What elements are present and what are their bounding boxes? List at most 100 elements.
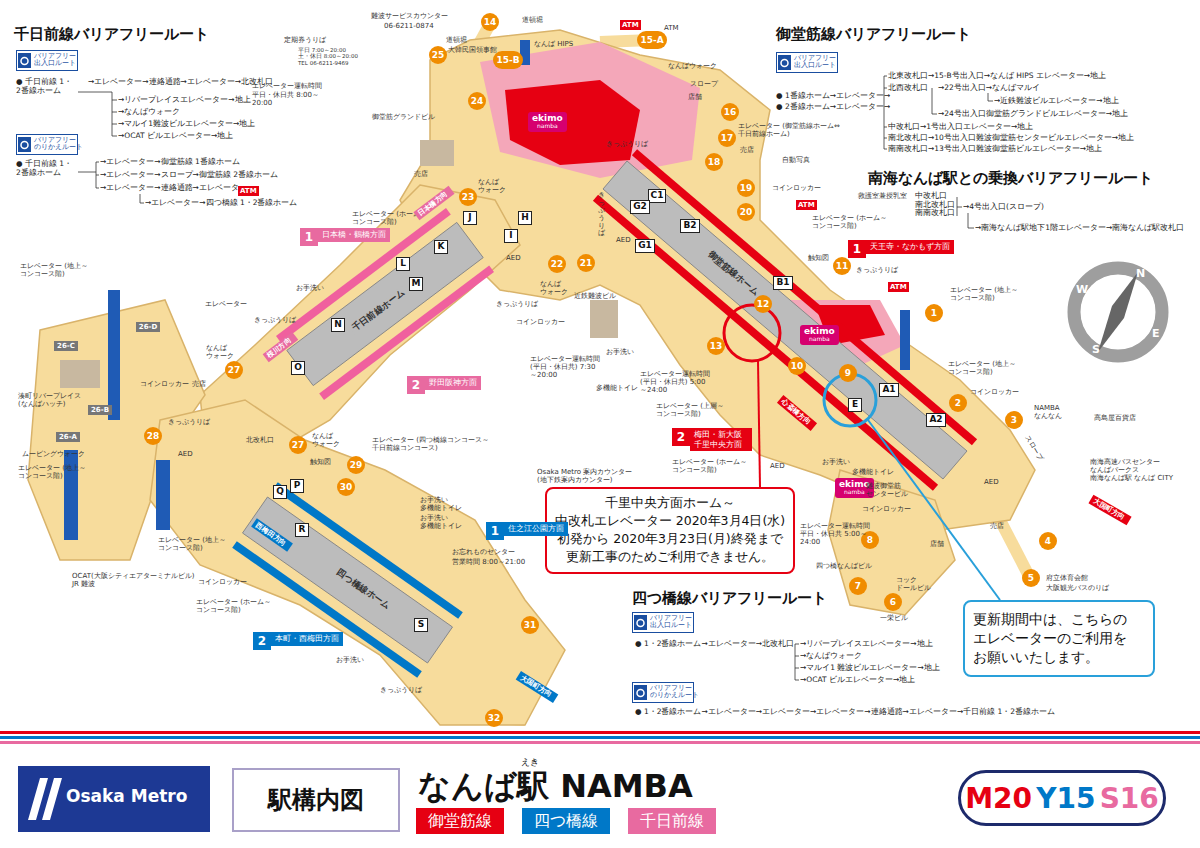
building-marker-text: 26-D <box>139 323 157 331</box>
route-text: →エレベーター→連絡通路→エレベーター <box>100 184 247 193</box>
compass-letter: S <box>1092 344 1100 357</box>
exit-number-text: 1 <box>928 304 940 322</box>
exit-number: 15-B <box>493 51 522 69</box>
ekimo-shops <box>505 80 640 165</box>
map-label: AED <box>178 450 193 458</box>
route-text: →エレベーター→連絡通路→エレベーター→北改札口 <box>88 78 273 87</box>
exit-number-text: 12 <box>757 295 770 313</box>
route-text: 中改札口→1号出入口エレベーター→地上 <box>888 123 1033 132</box>
route-text: →OCAT ビルエレベーター→地上 <box>118 132 233 141</box>
exit-number-text: 16 <box>724 103 737 121</box>
direction-badge: 2野田阪神方面 <box>407 376 481 394</box>
map-label: NAMBA なんなん <box>1034 404 1074 420</box>
map-label: 売店 <box>740 146 754 154</box>
map-label: なんば ウォーク <box>312 432 342 448</box>
midosuji-track <box>635 152 975 442</box>
direction-badge-text: 天王寺・なかもず方面 <box>866 240 954 254</box>
map-label: エレベーター (地上～コンコース階) <box>948 360 1033 376</box>
barrier-free-icon <box>634 685 647 700</box>
route-text: →近鉄難波ビルエレベーター→地上 <box>994 97 1119 106</box>
exit-number-text: 4 <box>1042 532 1054 550</box>
building-marker-text: 26-A <box>59 433 77 441</box>
exit-number-text: 15-B <box>496 51 519 69</box>
route-bracket <box>78 162 144 203</box>
map-label: なんば HIPS <box>534 40 573 48</box>
route-text: →リバープレイスエレベーター→地上 <box>800 640 933 649</box>
direction-badge: 2梅田・新大阪 千里中央方面 <box>672 428 752 451</box>
map-label: エレベーター運転時間 (平日・休日共) 7:30～20:00 <box>530 355 602 379</box>
map-label: きっぷうりば <box>168 418 210 426</box>
exit-number-text: 29 <box>350 456 363 474</box>
map-label: ムービングウォーク <box>22 450 85 458</box>
logo-panel <box>18 766 210 832</box>
route-heading: 千日前線バリアフリールート <box>14 26 209 43</box>
stair-letter: H <box>518 211 532 225</box>
map-label: AED <box>616 236 631 244</box>
exit-number-text: 6 <box>887 593 899 611</box>
exit-number: 4 <box>1039 532 1057 550</box>
route-text: →マルイ1難波ビルエレベーター→地上 <box>118 120 255 129</box>
map-label: エレベーター <box>205 300 247 308</box>
midosuji-concourse <box>400 30 1035 530</box>
compass-letter: E <box>1152 328 1160 341</box>
barrier-free-icon-box: バリアフリー のりかえルート <box>632 682 694 703</box>
map-label: AED <box>770 462 785 470</box>
south-concourse <box>828 470 955 615</box>
route-text: →エレベーター→四つ橋線 1・2番線ホーム <box>145 199 298 208</box>
stair-letter: A1 <box>879 383 898 397</box>
map-label: OCAT(大阪シティエアターミナルビル) JR 難波 <box>72 572 202 588</box>
route-text: →22号出入口→なんばマルイ <box>938 84 1040 93</box>
map-label: コインロッカー <box>140 380 189 388</box>
map-label: お手洗い 多機能トイレ <box>420 514 460 530</box>
route-text: →なんばウォーク <box>118 108 180 117</box>
route-text: →4号出入口(スロープ) <box>963 203 1044 212</box>
map-label: お忘れものセンター <box>452 548 515 556</box>
direction-badge-text: 1 <box>300 228 318 246</box>
map-label: 営業時間 8:00～21:00 <box>452 558 525 566</box>
exit-number-text: 15-A <box>640 31 663 49</box>
building-marker-text: 26-B <box>91 406 109 414</box>
stair-letter: J <box>463 211 477 225</box>
map-label: 四つ橋なんばビル <box>816 562 872 570</box>
stair-letter: B1 <box>773 276 792 290</box>
exit-number: 7 <box>849 577 867 595</box>
route-heading: 南海なんば駅との乗換バリアフリールート <box>868 170 1153 187</box>
direction-badge-text: 野田阪神方面 <box>425 376 481 390</box>
exit-number-text: 2 <box>952 394 964 412</box>
map-label: 店舗 <box>688 93 702 101</box>
logo-box-text: Osaka Metro <box>66 788 187 805</box>
exit-number-text: 13 <box>710 337 723 355</box>
building-block <box>420 140 454 166</box>
stair-letter-text: K <box>437 241 445 252</box>
direction-badge-text: 2 <box>672 428 690 446</box>
exit-number-text: 30 <box>340 478 353 496</box>
barrier-free-icon <box>634 615 647 630</box>
map-label: きっぷうりば <box>496 300 538 308</box>
exit-number: 1 <box>925 304 943 322</box>
direction-badge: 1日本橋・鶴橋方面 <box>300 228 390 246</box>
line-stripe <box>0 731 1200 734</box>
alternative-elevator-mark <box>824 374 876 426</box>
route-text: →なんばウォーク <box>800 652 862 661</box>
direction-badge-text: 本町・西梅田方面 <box>271 632 343 646</box>
building-marker: 26-A <box>56 432 80 442</box>
route-text: 北東改札口→15-B号出入口→なんば HIPS エレベーター→地上 <box>888 72 1106 81</box>
exit-number-text: 23 <box>462 188 475 206</box>
line-badge-text: 御堂筋線 <box>416 808 504 834</box>
map-label: きっぷうりば <box>254 316 296 324</box>
notice-callout-text: 更新期間中は、こちらの エレベーターのご利用を お願いいたします。 <box>973 610 1145 667</box>
stair-letter: B2 <box>680 219 699 233</box>
yotsubashi-concourse <box>150 400 565 725</box>
barrier-free-icon-box: バリアフリー 出入口ルート <box>632 612 694 633</box>
map-label: コインロッカー <box>516 318 565 326</box>
barrier-free-icon <box>18 137 31 152</box>
stair-letter: I <box>504 229 518 243</box>
exit-number-text: 9 <box>842 364 854 382</box>
direction-badge-text: 2 <box>407 376 425 394</box>
atm-sign: ATM <box>620 20 641 30</box>
exit-number-text: 3 <box>1008 411 1020 429</box>
stair-letter-text: A1 <box>882 384 895 395</box>
escalator <box>108 290 120 420</box>
stair-letter: N <box>331 318 345 332</box>
map-label: 売店 <box>192 380 206 388</box>
